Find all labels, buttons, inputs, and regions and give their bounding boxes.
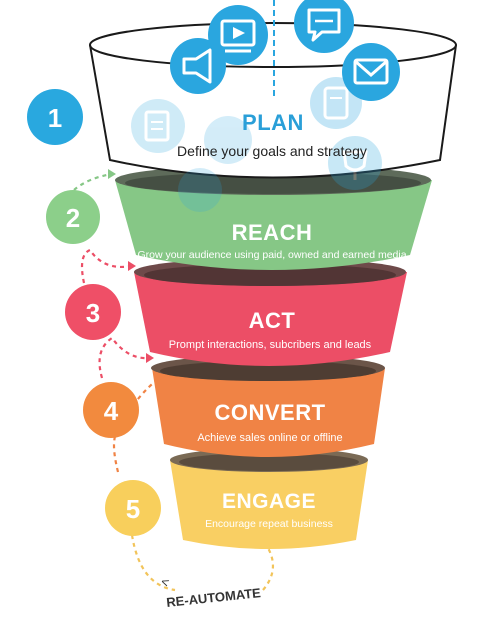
connector-2-to-plan (73, 172, 113, 191)
chat-icon (294, 0, 354, 53)
act-title: ACT (249, 308, 296, 333)
act-inner-shadow (144, 264, 396, 286)
plan-title: PLAN (242, 110, 304, 135)
step-number-3: 3 (86, 298, 100, 328)
engage-inner-shadow (179, 453, 359, 471)
funnel-segment-reach: REACH Grow your audience using paid, own… (115, 165, 432, 270)
funnel-segment-engage: ENGAGE Encourage repeat business (170, 448, 368, 549)
step-number-4: 4 (104, 396, 119, 426)
connector-3-to-reach (80, 248, 133, 284)
engage-body (170, 460, 368, 549)
engage-subtitle: Encourage repeat business (205, 518, 333, 530)
convert-inner-shadow (160, 361, 376, 381)
convert-subtitle: Achieve sales online or offline (197, 432, 342, 444)
plan-subtitle: Define your goals and strategy (177, 143, 367, 159)
falling-icons (131, 0, 400, 212)
step-circle-4: 4 (83, 382, 139, 438)
document-icon (131, 99, 185, 153)
reach-inner-shadow (125, 172, 421, 194)
reach-subtitle: Grow your audience using paid, owned and… (137, 249, 406, 261)
step-circle-1: 1 (27, 89, 83, 145)
reautomate-loop (130, 534, 176, 592)
convert-title: CONVERT (214, 400, 325, 425)
act-body (134, 272, 407, 366)
trophy-icon (328, 136, 382, 190)
reautomate-arrow: < (159, 574, 171, 591)
reach-title: REACH (232, 220, 313, 245)
reautomate-loop-right (262, 547, 275, 591)
step-circle-3: 3 (65, 284, 121, 340)
chart-icon (178, 116, 252, 212)
step-number-5: 5 (126, 494, 140, 524)
video-icon (208, 5, 268, 65)
step-circle-5: 5 (105, 480, 161, 536)
funnel-segment-convert: CONVERT Achieve sales online or offline (151, 355, 385, 457)
reautomate-label: RE-AUTOMATE (166, 585, 262, 610)
megaphone-icon (170, 38, 226, 94)
connector-4-to-act (98, 336, 151, 379)
step-circle-2: 2 (46, 190, 100, 244)
funnel-segment-act: ACT Prompt interactions, subcribers and … (134, 258, 407, 366)
reautomate-label-group: < RE-AUTOMATE (159, 574, 262, 610)
mail-icon (342, 43, 400, 101)
engage-title: ENGAGE (222, 490, 316, 513)
convert-body (152, 368, 385, 457)
step-number-1: 1 (48, 103, 62, 133)
step-number-2: 2 (66, 203, 80, 233)
reach-body (115, 180, 432, 270)
arrowheads (108, 169, 166, 381)
act-subtitle: Prompt interactions, subcribers and lead… (169, 339, 372, 351)
